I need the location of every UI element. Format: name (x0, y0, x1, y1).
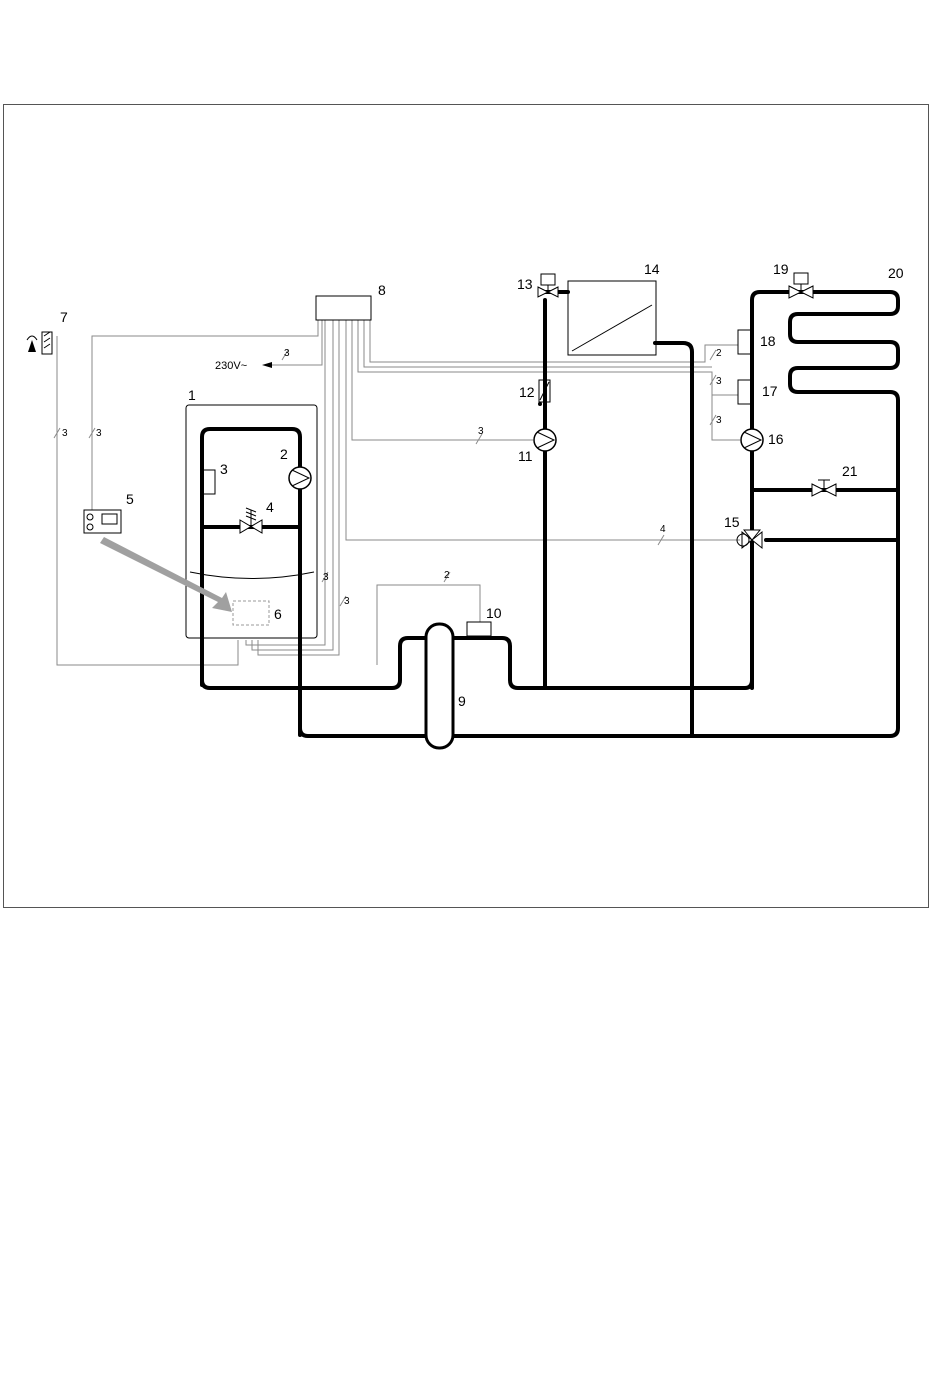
separator-sensor-icon (467, 622, 491, 636)
mains-arrow (262, 362, 272, 368)
label-boiler: 1 (188, 387, 196, 403)
number-labels: 1 2 3 4 5 6 7 8 9 10 11 12 13 14 15 16 1… (60, 261, 904, 709)
label-valve-13: 13 (517, 276, 533, 292)
sensor-18-icon (738, 330, 752, 354)
label-voltage: 230V~ (215, 360, 247, 372)
wc-sep: 2 (444, 570, 450, 581)
label-bypass-valve-21: 21 (842, 463, 858, 479)
label-junction-box: 8 (378, 282, 386, 298)
label-sensor-17: 17 (762, 383, 778, 399)
pipe-return (300, 392, 898, 736)
wc-16: 3 (716, 415, 722, 426)
sensor-17-icon (738, 380, 752, 404)
label-tank: 14 (644, 261, 660, 277)
label-controller: 5 (126, 491, 134, 507)
wc-pump11: 3 (478, 426, 484, 437)
label-pump-16: 16 (768, 431, 784, 447)
label-outdoor-sensor: 7 (60, 309, 68, 325)
wc-18: 2 (716, 348, 722, 359)
hydraulic-separator (426, 624, 453, 748)
label-check-valve: 12 (519, 384, 535, 400)
wire-outdoor-sensor (57, 336, 238, 665)
label-sensor-18: 18 (760, 333, 776, 349)
module-icon (233, 601, 269, 625)
wire-pump-11 (352, 320, 533, 440)
tank-icon (568, 281, 656, 355)
label-valve-19: 19 (773, 261, 789, 277)
junction-box (316, 296, 371, 320)
label-boiler-pump: 2 (280, 446, 288, 462)
wc-boiler-a: 3 (323, 572, 329, 583)
boiler-divider (190, 572, 314, 579)
label-separator-sensor: 10 (486, 605, 502, 621)
label-boiler-sensor: 3 (220, 461, 228, 477)
wc-17: 3 (716, 376, 722, 387)
pipes (202, 292, 898, 736)
wire-boiler-a (246, 320, 325, 645)
label-module: 6 (274, 606, 282, 622)
label-bypass-valve: 4 (266, 499, 274, 515)
wc-mix: 4 (660, 524, 666, 535)
wiring (54, 320, 740, 665)
label-floor-circuit: 20 (888, 265, 904, 281)
label-mixing-valve: 15 (724, 514, 740, 530)
outdoor-sensor-icon (27, 332, 52, 354)
wc-main: 3 (284, 348, 290, 359)
pipe-circuit-11 (545, 292, 568, 688)
label-separator: 9 (458, 693, 466, 709)
wc-sensor7: 3 (62, 428, 68, 439)
wc-boiler-b: 3 (344, 596, 350, 607)
wire-mains (265, 320, 322, 365)
arrow-to-module (100, 537, 232, 612)
wc-ctrl: 3 (96, 428, 102, 439)
label-pump-11: 11 (518, 448, 533, 464)
